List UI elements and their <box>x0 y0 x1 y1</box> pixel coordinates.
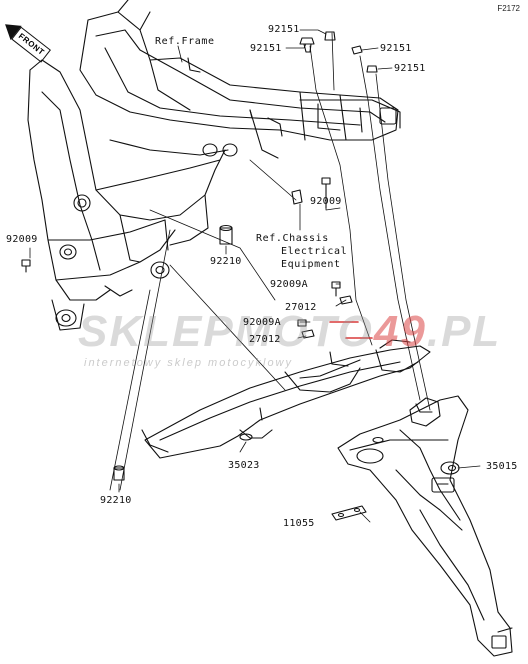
figure-code: F2172 <box>497 4 520 13</box>
callout-35023: 35023 <box>228 460 260 471</box>
callout-35015: 35015 <box>486 461 518 472</box>
watermark-brand-mid: 49 <box>373 307 427 356</box>
callout-27012-a: 27012 <box>285 302 317 313</box>
callout-92210-top: 92210 <box>210 256 242 267</box>
callout-92009-right: 92009 <box>310 196 342 207</box>
watermark-brand-right: .PL <box>426 307 502 356</box>
callout-92009A-b: 92009A <box>243 317 281 328</box>
watermark-brand-left: SKLEPMOTO <box>78 307 374 356</box>
callout-92151-a: 92151 <box>268 24 300 35</box>
callout-92151-b: 92151 <box>250 43 282 54</box>
callout-ref-chassis-3: Equipment <box>281 259 341 270</box>
callout-11055: 11055 <box>283 518 315 529</box>
callout-92009-left: 92009 <box>6 234 38 245</box>
watermark-tagline: internetowy sklep motocyklowy <box>84 357 294 369</box>
license-bracket-35015-drawing <box>337 395 513 657</box>
leader-lines <box>29 29 481 523</box>
frame-drawing <box>27 0 401 331</box>
callout-ref-frame: Ref.Frame <box>155 36 215 47</box>
small-parts-drawing <box>21 31 378 521</box>
callout-27012-b: 27012 <box>249 334 281 345</box>
callout-92151-d: 92151 <box>394 63 426 74</box>
watermark-brand: SKLEPMOTO49.PL <box>78 307 501 357</box>
callout-ref-chassis-2: Electrical <box>281 246 348 257</box>
rear-fender-35023-drawing <box>141 339 431 459</box>
callout-92009A-a: 92009A <box>270 279 308 290</box>
callout-ref-chassis-1: Ref.Chassis <box>256 233 329 244</box>
callout-92151-c: 92151 <box>380 43 412 54</box>
callout-92210-bottom: 92210 <box>100 495 132 506</box>
highlight-marks <box>329 321 373 339</box>
